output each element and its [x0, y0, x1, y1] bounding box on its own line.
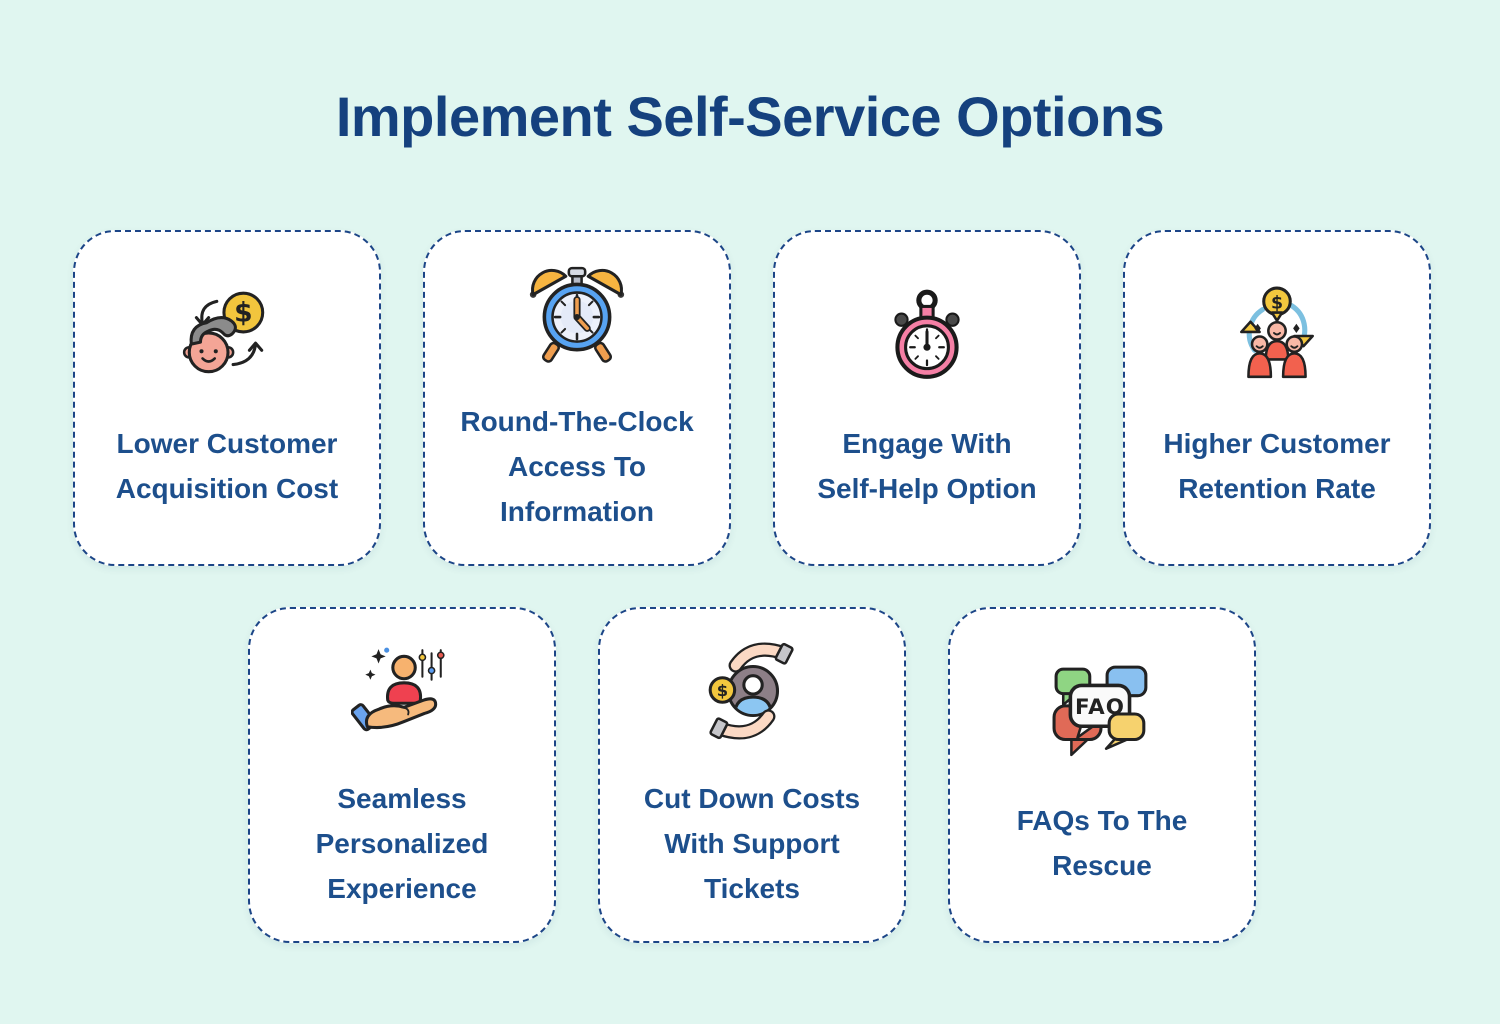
dollar-sign: $	[717, 681, 728, 700]
card-label: Cut Down Costs With Support Tickets	[643, 782, 861, 904]
card-lower-customer-acquisition-cost: $ Lower Customer Acquisition Cost	[73, 230, 381, 566]
personalized-experience-icon	[351, 647, 445, 731]
page-title: Implement Self-Service Options	[335, 85, 1165, 148]
card-label: Lower Customer Acquisition Cost	[115, 428, 339, 504]
card-label: Seamless Personalized Experience	[315, 782, 489, 904]
card-label: Engage With Self-Help Option	[817, 428, 1037, 504]
card-label: Round-The-Clock Access To Information	[460, 405, 694, 527]
card-cut-down-costs: $ Cut Down Costs With Support Tickets	[598, 607, 906, 943]
card-faqs-to-the-rescue: FAQ FAQs To The Rescue	[948, 607, 1256, 943]
faq-bubbles-icon: FAQ	[1052, 665, 1148, 757]
card-higher-customer-retention: $ Higher Customer Retention Rate	[1123, 230, 1431, 566]
dollar-sign: $	[234, 298, 252, 329]
card-label: FAQs To The Rescue	[1016, 805, 1188, 881]
support-savings-icon: $	[708, 642, 794, 739]
person-money-exchange-icon: $	[182, 291, 265, 374]
card-round-the-clock-access: Round-The-Clock Access To Information	[423, 230, 731, 566]
card-seamless-personalized-experience: Seamless Personalized Experience	[248, 607, 556, 943]
customer-retention-icon: $	[1240, 286, 1314, 379]
alarm-clock-icon	[529, 266, 625, 363]
dollar-sign: $	[1271, 293, 1283, 313]
stopwatch-icon	[894, 289, 960, 379]
card-engage-self-help: Engage With Self-Help Option	[773, 230, 1081, 566]
card-label: Higher Customer Retention Rate	[1163, 428, 1391, 504]
